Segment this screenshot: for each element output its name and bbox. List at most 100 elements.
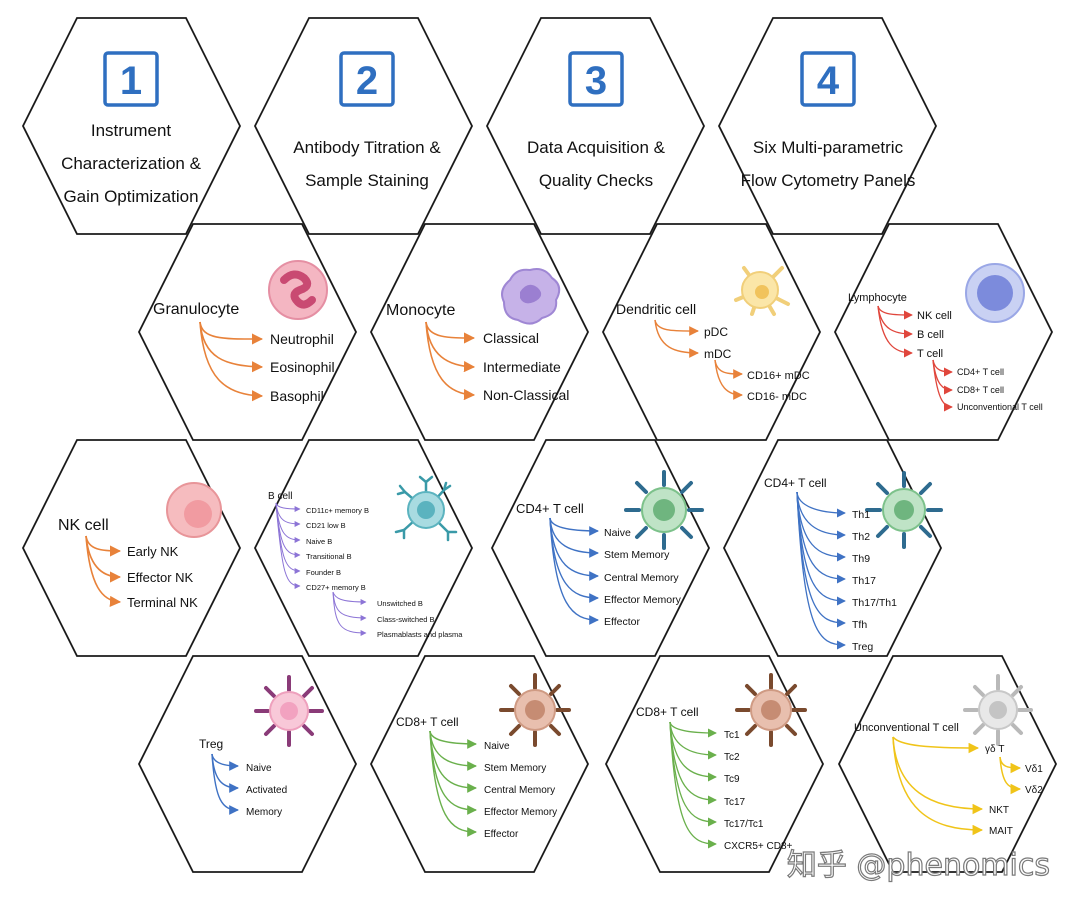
- step-4-number: 4: [817, 59, 840, 103]
- cd8-t-cell-icon: [499, 673, 571, 747]
- step-1-hexagon: 1 Instrument Characterization & Gain Opt…: [21, 17, 242, 235]
- cd8-memory-item: Effector Memory: [484, 807, 557, 818]
- b-cell-subitem: Plasmablasts and plasma: [377, 630, 463, 639]
- monocyte-item: Classical: [483, 330, 539, 346]
- lymphocyte-subitem: Unconventional T cell: [957, 402, 1043, 412]
- step-1-line-1: Instrument: [91, 121, 172, 140]
- monocyte-title: Monocyte: [386, 302, 455, 319]
- panel-unconventional-t-cell: Unconventional T cell γδ T NKT MAIT Vδ1 …: [837, 655, 1058, 873]
- step-4-line-1: Six Multi-parametric: [753, 138, 904, 157]
- cd4-memory-item: Central Memory: [604, 572, 679, 584]
- panel-b-cell: B cell CD11c+ memory B CD21 low B Naive …: [253, 439, 474, 657]
- unconventional-item: NKT: [989, 805, 1009, 816]
- monocyte-item: Intermediate: [483, 359, 561, 375]
- lymphocyte-item: NK cell: [917, 310, 952, 322]
- cd4-helper-title: CD4+ T cell: [764, 476, 827, 490]
- step-4-line-2: Flow Cytometry Panels: [741, 171, 916, 190]
- cd4-helper-item: Th9: [852, 553, 870, 565]
- lymphocyte-cell-icon: [965, 263, 1025, 323]
- cd4-helper-item: Th1: [852, 509, 870, 521]
- step-4-hexagon: 4 Six Multi-parametric Flow Cytometry Pa…: [717, 17, 938, 235]
- cd4-helper-item: Tfh: [852, 619, 867, 631]
- granulocyte-item: Basophil: [270, 388, 324, 404]
- cd8-cytotoxic-item: Tc2: [724, 752, 740, 763]
- dendritic-subitem: CD16- mDC: [747, 391, 807, 403]
- granulocyte-item: Eosinophil: [270, 359, 335, 375]
- lymphocyte-item: B cell: [917, 329, 944, 341]
- treg-title: Treg: [199, 737, 223, 751]
- dendritic-title: Dendritic cell: [616, 301, 696, 317]
- dendritic-item: pDC: [704, 325, 728, 339]
- dendritic-item: mDC: [704, 347, 732, 361]
- unconventional-subitem: Vδ1: [1025, 764, 1043, 775]
- granulocyte-title: Granulocyte: [153, 301, 239, 318]
- dendritic-cell-icon: [734, 266, 790, 316]
- cd8-cytotoxic-title: CD8+ T cell: [636, 705, 699, 719]
- nk-item: Terminal NK: [127, 595, 198, 610]
- cd8-cytotoxic-item: Tc1: [724, 730, 740, 741]
- treg-item: Naive: [246, 763, 272, 774]
- cd4-helper-item: Th2: [852, 531, 870, 543]
- cd4-memory-title: CD4+ T cell: [516, 501, 584, 516]
- nk-item: Early NK: [127, 544, 179, 559]
- lymphocyte-subitem: CD8+ T cell: [957, 385, 1004, 395]
- panel-granulocyte: Granulocyte Neutrophil Eosinophil Basoph…: [137, 223, 358, 441]
- granulocyte-item: Neutrophil: [270, 331, 334, 347]
- unconventional-item: MAIT: [989, 826, 1013, 837]
- cd8-cytotoxic-item: CXCR5+ CD8+: [724, 841, 793, 852]
- cd8-memory-item: Naive: [484, 741, 510, 752]
- b-cell-item: CD11c+ memory B: [306, 506, 369, 515]
- step-3-number: 3: [585, 59, 607, 103]
- lymphocyte-subitem: CD4+ T cell: [957, 367, 1004, 377]
- unconventional-subitem: Vδ2: [1025, 785, 1043, 796]
- step-2-line-1: Antibody Titration &: [293, 138, 441, 157]
- cd4-memory-item: Effector: [604, 616, 640, 628]
- cd4-memory-item: Stem Memory: [604, 549, 670, 561]
- treg-item: Activated: [246, 785, 287, 796]
- cd8-memory-item: Stem Memory: [484, 763, 546, 774]
- panel-dendritic-cell: Dendritic cell pDC mDC CD16+ mDC CD16- m…: [601, 223, 822, 441]
- b-cell-item: CD27+ memory B: [306, 583, 366, 592]
- b-cell-subitem: Class-switched B: [377, 615, 435, 624]
- step-1-line-3: Gain Optimization: [63, 187, 198, 206]
- panel-cd4-t-cell-helper: CD4+ T cell Th1 Th2 Th9 Th17 Th17/Th1 Tf…: [722, 439, 943, 657]
- step-2-line-2: Sample Staining: [305, 171, 429, 190]
- cd8-t-cell-icon: [735, 673, 807, 747]
- monocyte-item: Non-Classical: [483, 387, 569, 403]
- cd4-helper-item: Treg: [852, 641, 873, 653]
- cd8-memory-item: Central Memory: [484, 785, 555, 796]
- treg-cell-icon: [254, 675, 324, 747]
- step-1-number: 1: [120, 59, 142, 103]
- nk-item: Effector NK: [127, 570, 194, 585]
- dendritic-subitem: CD16+ mDC: [747, 370, 810, 382]
- panel-lymphocyte: Lymphocyte NK cell B cell T cell CD4+ T …: [833, 223, 1054, 441]
- cd4-helper-item: Th17/Th1: [852, 597, 897, 609]
- watermark: 知乎 @phenomics: [787, 848, 1050, 883]
- step-2-hexagon: 2 Antibody Titration & Sample Staining: [253, 17, 474, 235]
- cd8-memory-item: Effector: [484, 829, 519, 840]
- cd8-cytotoxic-item: Tc17/Tc1: [724, 819, 764, 830]
- treg-item: Memory: [246, 807, 282, 818]
- panel-monocyte: Monocyte Classical Intermediate Non-Clas…: [369, 223, 590, 441]
- panel-cd4-t-cell-memory: CD4+ T cell Naive Stem Memory Central Me…: [490, 439, 711, 657]
- cd4-t-cell-icon: [865, 471, 943, 549]
- b-cell-title: B cell: [268, 491, 292, 502]
- nk-title: NK cell: [58, 517, 109, 534]
- b-cell-item: CD21 low B: [306, 521, 346, 530]
- step-3-line-1: Data Acquisition &: [527, 138, 666, 157]
- cd4-memory-item: Naive: [604, 527, 631, 539]
- cd8-memory-title: CD8+ T cell: [396, 715, 459, 729]
- nk-cell-icon: [166, 482, 222, 538]
- unconventional-title: Unconventional T cell: [854, 722, 959, 734]
- unconventional-t-cell-icon: [963, 674, 1033, 746]
- neutrophil-cell-icon: [268, 260, 328, 320]
- step-2-number: 2: [356, 59, 378, 103]
- b-cell-item: Naive B: [306, 537, 332, 546]
- cd4-t-cell-icon: [624, 470, 704, 550]
- lymphocyte-title: Lymphocyte: [848, 292, 907, 304]
- monocyte-cell-icon: [501, 268, 561, 325]
- cd8-cytotoxic-item: Tc9: [724, 774, 740, 785]
- cd4-helper-item: Th17: [852, 575, 876, 587]
- b-cell-item: Transitional B: [306, 552, 352, 561]
